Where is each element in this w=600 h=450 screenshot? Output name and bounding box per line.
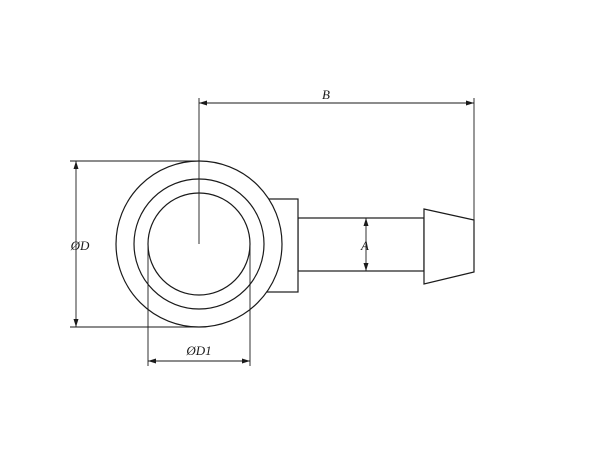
dim-a-arrow-bottom [363,263,369,271]
dimension-d1: ØD1 [147,244,251,366]
dim-d-arrow-bottom [73,319,79,327]
dimension-b: B [198,87,475,244]
dim-b-label: B [322,87,330,102]
dim-d-label: ØD [70,238,90,253]
dim-b-arrow-left [199,100,207,106]
dim-d1-label: ØD1 [185,343,211,358]
dimension-d: ØD [70,160,199,328]
dim-a-label: A [360,238,369,253]
dim-a-arrow-top [363,218,369,226]
dim-d-arrow-top [73,161,79,169]
dim-d1-arrow-left [148,358,156,364]
dimension-a: A [360,218,369,271]
dim-b-arrow-right [466,100,474,106]
barb-cone [423,208,475,285]
banjo-fitting [115,160,475,328]
dim-d1-arrow-right [242,358,250,364]
